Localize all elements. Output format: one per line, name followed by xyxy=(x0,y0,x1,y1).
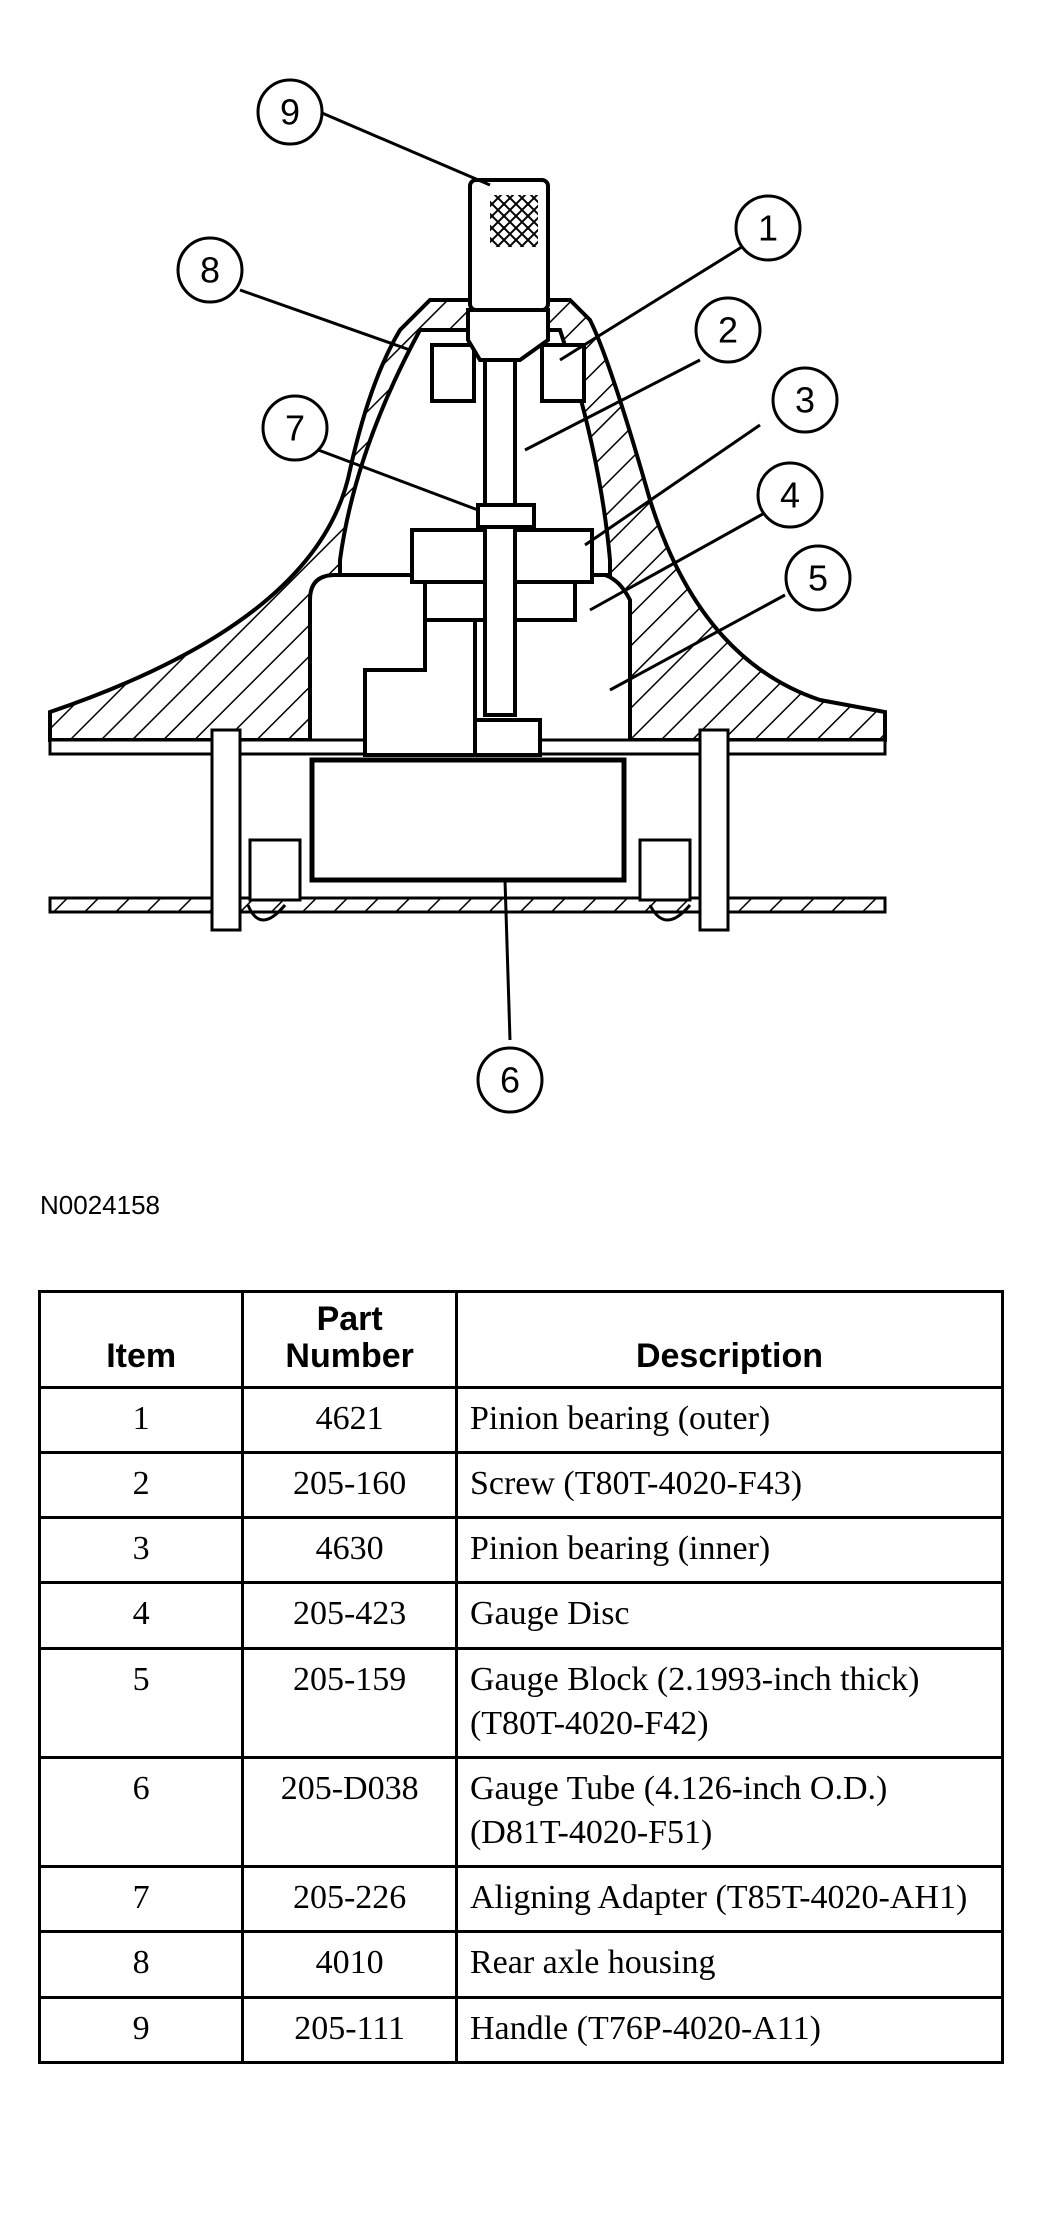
svg-text:9: 9 xyxy=(280,92,300,133)
tube-lower-wall xyxy=(48,896,887,914)
right-roller xyxy=(648,904,692,922)
cell-item: 8 xyxy=(37,1930,245,1999)
gauge-tube xyxy=(309,757,627,883)
cell-description: Rear axle housing xyxy=(454,1930,1005,1999)
outer-bearing-left xyxy=(430,343,476,403)
cell-item: 3 xyxy=(37,1516,245,1585)
svg-text:3: 3 xyxy=(795,380,815,421)
gauge-block-right xyxy=(473,718,542,757)
cell-item: 7 xyxy=(37,1865,245,1934)
cell-description: Gauge Disc xyxy=(454,1581,1005,1650)
figure-id: N0024158 xyxy=(40,1190,160,1220)
callout-9: 9 xyxy=(256,78,324,146)
cell-description: Pinion bearing (inner) xyxy=(454,1516,1005,1585)
header-description: Description xyxy=(454,1290,1005,1389)
cell-part-number: 205-111 xyxy=(241,1995,458,2064)
callout-7: 7 xyxy=(261,394,329,462)
aligning-adapter xyxy=(476,503,536,529)
callout-8: 8 xyxy=(176,236,244,304)
callout-1: 1 xyxy=(734,194,802,262)
handle-neck xyxy=(466,308,550,362)
cell-description: Gauge Block (2.1993-inch thick) (T80T-40… xyxy=(454,1646,1005,1759)
svg-text:8: 8 xyxy=(200,250,220,291)
handle-knurl xyxy=(490,195,538,247)
screw-shaft xyxy=(483,358,517,717)
callout-4: 4 xyxy=(756,461,824,529)
cell-item: 2 xyxy=(37,1450,245,1520)
cell-part-number: 205-D038 xyxy=(241,1755,458,1869)
cell-item: 4 xyxy=(37,1581,245,1650)
callout-2: 2 xyxy=(694,296,762,364)
cell-part-number: 205-159 xyxy=(241,1646,458,1759)
cell-item: 9 xyxy=(37,1995,245,2064)
gauge-block xyxy=(363,608,477,757)
outer-bearing-right xyxy=(540,343,586,403)
pinion-depth-tool-diagram: 9 8 1 2 3 7 4 5 6 xyxy=(48,78,887,1114)
header-part-number: Part Number xyxy=(241,1290,458,1389)
cell-part-number: 205-226 xyxy=(241,1865,458,1934)
cell-description: Pinion bearing (outer) xyxy=(454,1385,1005,1454)
left-support-post xyxy=(210,728,242,932)
cell-item: 6 xyxy=(37,1755,245,1869)
right-support-post xyxy=(698,728,730,932)
cell-item: 5 xyxy=(37,1646,245,1759)
svg-text:7: 7 xyxy=(285,408,305,449)
callout-5: 5 xyxy=(784,544,852,612)
cell-part-number: 205-160 xyxy=(241,1450,458,1520)
table-header-row: Item Part Number Description xyxy=(37,1290,1005,1389)
left-roller xyxy=(246,904,287,922)
cell-description: Gauge Tube (4.126-inch O.D.) (D81T-4020-… xyxy=(454,1755,1005,1869)
header-item: Item xyxy=(37,1290,245,1389)
cell-description: Handle (T76P-4020-A11) xyxy=(454,1995,1005,2064)
svg-text:5: 5 xyxy=(808,558,828,599)
left-support-block xyxy=(248,838,302,902)
callout-6: 6 xyxy=(476,1046,544,1114)
cell-part-number: 205-423 xyxy=(241,1581,458,1650)
cell-item: 1 xyxy=(37,1385,245,1454)
svg-text:2: 2 xyxy=(718,310,738,351)
callout-3: 3 xyxy=(771,366,839,434)
svg-text:1: 1 xyxy=(758,208,778,249)
cell-part-number: 4010 xyxy=(241,1930,458,1999)
svg-text:4: 4 xyxy=(780,475,800,516)
cell-part-number: 4621 xyxy=(241,1385,458,1454)
right-support-block xyxy=(638,838,692,902)
cell-description: Aligning Adapter (T85T-4020-AH1) xyxy=(454,1865,1005,1934)
svg-text:6: 6 xyxy=(500,1060,520,1101)
cell-part-number: 4630 xyxy=(241,1516,458,1585)
cell-description: Screw (T80T-4020-F43) xyxy=(454,1450,1005,1520)
